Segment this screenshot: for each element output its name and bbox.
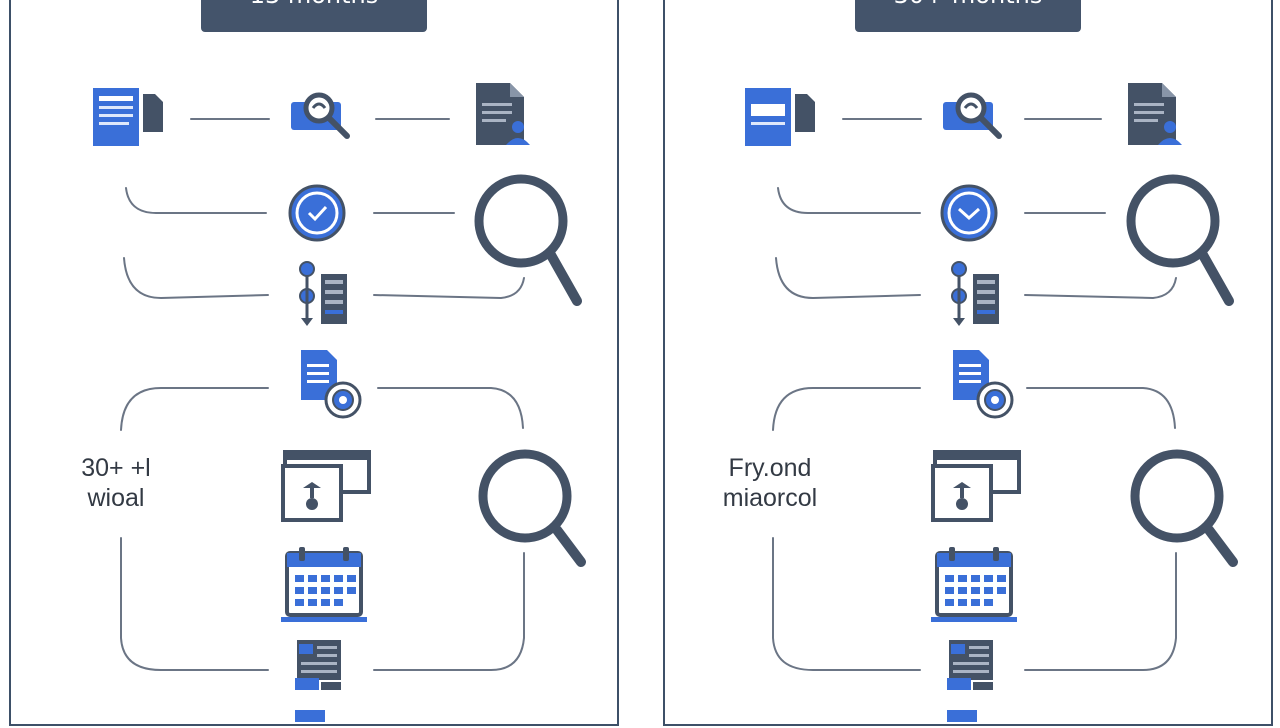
document-icon [93, 88, 163, 146]
report-icon [947, 640, 993, 690]
magnifier-icon [478, 449, 586, 567]
magnifier-icon [1130, 449, 1238, 567]
left-panel: 13 months [9, 0, 619, 726]
user-document-icon [476, 83, 530, 145]
network-server-icon [951, 261, 999, 326]
magnifier-folder-icon [291, 92, 350, 139]
calendar-icon [281, 547, 367, 622]
connector-lines [120, 118, 525, 671]
inbox-window-icon [281, 450, 371, 522]
panel-title-badge: 13 months [201, 0, 427, 32]
inbox-window-icon [931, 450, 1021, 522]
magnifier-icon [1126, 174, 1234, 306]
user-document-icon [1128, 83, 1182, 145]
clock-icon [940, 184, 998, 242]
magnifier-icon [474, 174, 582, 306]
clock-icon [288, 184, 346, 242]
document-icon [745, 88, 815, 146]
calendar-icon [931, 547, 1017, 622]
magnifier-folder-icon [943, 92, 1002, 139]
right-panel: 30+ months [663, 0, 1273, 726]
network-server-icon [299, 261, 347, 326]
document-gear-icon [953, 350, 1014, 419]
document-icon [295, 710, 325, 722]
document-gear-icon [301, 350, 362, 419]
connector-lines [772, 118, 1177, 671]
report-icon [295, 640, 341, 690]
document-icon [947, 710, 977, 722]
panel-title-badge: 30+ months [855, 0, 1081, 32]
